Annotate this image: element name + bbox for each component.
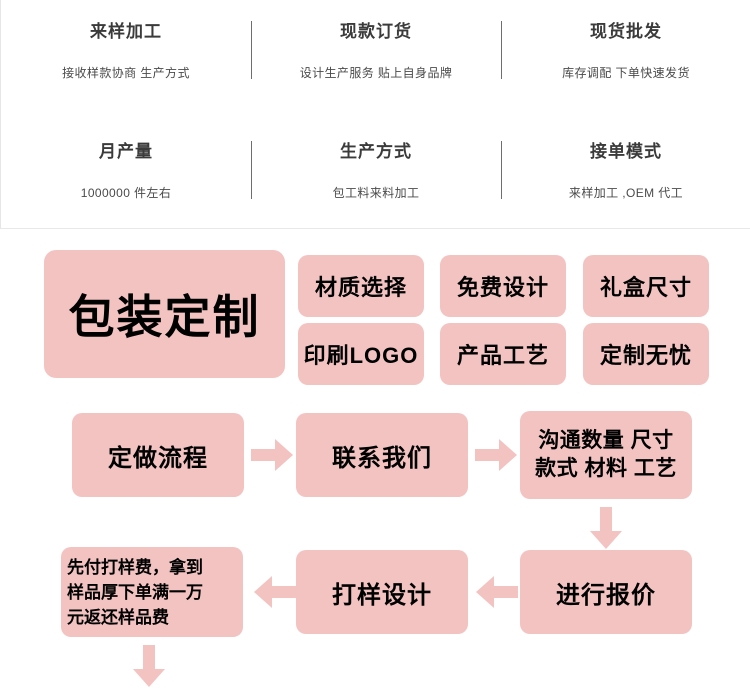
arrow-left-icon bbox=[474, 576, 518, 608]
tag-logo-printing: 印刷LOGO bbox=[298, 323, 424, 385]
spec-title: 生产方式 bbox=[340, 142, 412, 161]
arrow-head bbox=[499, 439, 517, 471]
flow-node-line-3: 元返还样品费 bbox=[67, 607, 169, 627]
spec-cell-production-mode: 生产方式 包工料来料加工 bbox=[251, 130, 501, 230]
tag-gift-box-size: 礼盒尺寸 bbox=[583, 255, 709, 317]
spec-subtitle: 接收样款协商 生产方式 bbox=[62, 66, 190, 80]
order-flow-chart: 定做流程 联系我们 沟通数量 尺寸 款式 材料 工艺 进行报价 打样设计 先付打… bbox=[0, 395, 750, 694]
tag-material-selection: 材质选择 bbox=[298, 255, 424, 317]
flow-node-custom-process: 定做流程 bbox=[72, 413, 244, 497]
flow-node-line-1: 先付打样费，拿到 bbox=[67, 557, 203, 577]
spec-cell-monthly-output: 月产量 1000000 件左右 bbox=[1, 130, 251, 230]
spec-row-2: 月产量 1000000 件左右 生产方式 包工料来料加工 接单模式 来样加工 ,… bbox=[1, 130, 750, 230]
spec-subtitle: 来样加工 ,OEM 代工 bbox=[568, 186, 684, 200]
flow-node-sample-fee-policy: 先付打样费，拿到 样品厚下单满一万 元返还样品费 bbox=[61, 547, 243, 637]
spec-subtitle: 设计生产服务 贴上自身品牌 bbox=[299, 66, 453, 80]
arrow-head bbox=[590, 531, 622, 549]
arrow-head bbox=[476, 576, 494, 608]
arrow-right-icon bbox=[475, 439, 519, 471]
spec-cell-cash-order: 现款订货 设计生产服务 贴上自身品牌 bbox=[251, 10, 501, 110]
spec-title: 月产量 bbox=[99, 142, 153, 161]
flow-node-line-1: 沟通数量 尺寸 bbox=[538, 429, 674, 452]
tag-worry-free-customization: 定制无忧 bbox=[583, 323, 709, 385]
arrow-shaft bbox=[251, 449, 277, 461]
flow-node-provide-quote: 进行报价 bbox=[520, 550, 692, 634]
spec-cell-sample-processing: 来样加工 接收样款协商 生产方式 bbox=[1, 10, 251, 110]
spec-title: 接单模式 bbox=[590, 142, 662, 161]
service-tag-block: 包装定制 材质选择 免费设计 礼盒尺寸 印刷LOGO 产品工艺 定制无忧 bbox=[0, 229, 750, 395]
spec-cell-stock-wholesale: 现货批发 库存调配 下单快速发货 bbox=[501, 10, 750, 110]
arrow-shaft bbox=[492, 586, 518, 598]
spec-panel: 来样加工 接收样款协商 生产方式 现款订货 设计生产服务 贴上自身品牌 现货批发… bbox=[0, 0, 750, 229]
arrow-left-icon bbox=[252, 576, 296, 608]
hero-tag-packaging-customization: 包装定制 bbox=[44, 250, 285, 378]
arrow-shaft bbox=[600, 507, 612, 533]
flow-node-line-2: 样品厚下单满一万 bbox=[67, 582, 203, 602]
spec-subtitle: 包工料来料加工 bbox=[332, 186, 420, 200]
spec-row-1: 来样加工 接收样款协商 生产方式 现款订货 设计生产服务 贴上自身品牌 现货批发… bbox=[1, 10, 750, 110]
flow-node-contact-us: 联系我们 bbox=[296, 413, 468, 497]
tag-free-design: 免费设计 bbox=[440, 255, 566, 317]
spec-title: 现款订货 bbox=[340, 22, 412, 41]
arrow-shaft bbox=[270, 586, 296, 598]
spec-title: 来样加工 bbox=[90, 22, 162, 41]
arrow-head bbox=[254, 576, 272, 608]
flow-node-sample-design: 打样设计 bbox=[296, 550, 468, 634]
flow-node-line-2: 款式 材料 工艺 bbox=[535, 457, 677, 480]
arrow-shaft bbox=[143, 645, 155, 671]
tag-product-craft: 产品工艺 bbox=[440, 323, 566, 385]
arrow-shaft bbox=[475, 449, 501, 461]
flow-node-discuss-requirements: 沟通数量 尺寸 款式 材料 工艺 bbox=[520, 411, 692, 499]
arrow-down-icon bbox=[590, 507, 622, 551]
arrow-head bbox=[133, 669, 165, 687]
arrow-head bbox=[275, 439, 293, 471]
arrow-right-icon bbox=[251, 439, 295, 471]
spec-subtitle: 库存调配 下单快速发货 bbox=[562, 66, 690, 80]
spec-cell-order-mode: 接单模式 来样加工 ,OEM 代工 bbox=[501, 130, 750, 230]
arrow-down-icon bbox=[133, 645, 165, 689]
spec-title: 现货批发 bbox=[590, 22, 662, 41]
spec-subtitle: 1000000 件左右 bbox=[80, 186, 172, 200]
